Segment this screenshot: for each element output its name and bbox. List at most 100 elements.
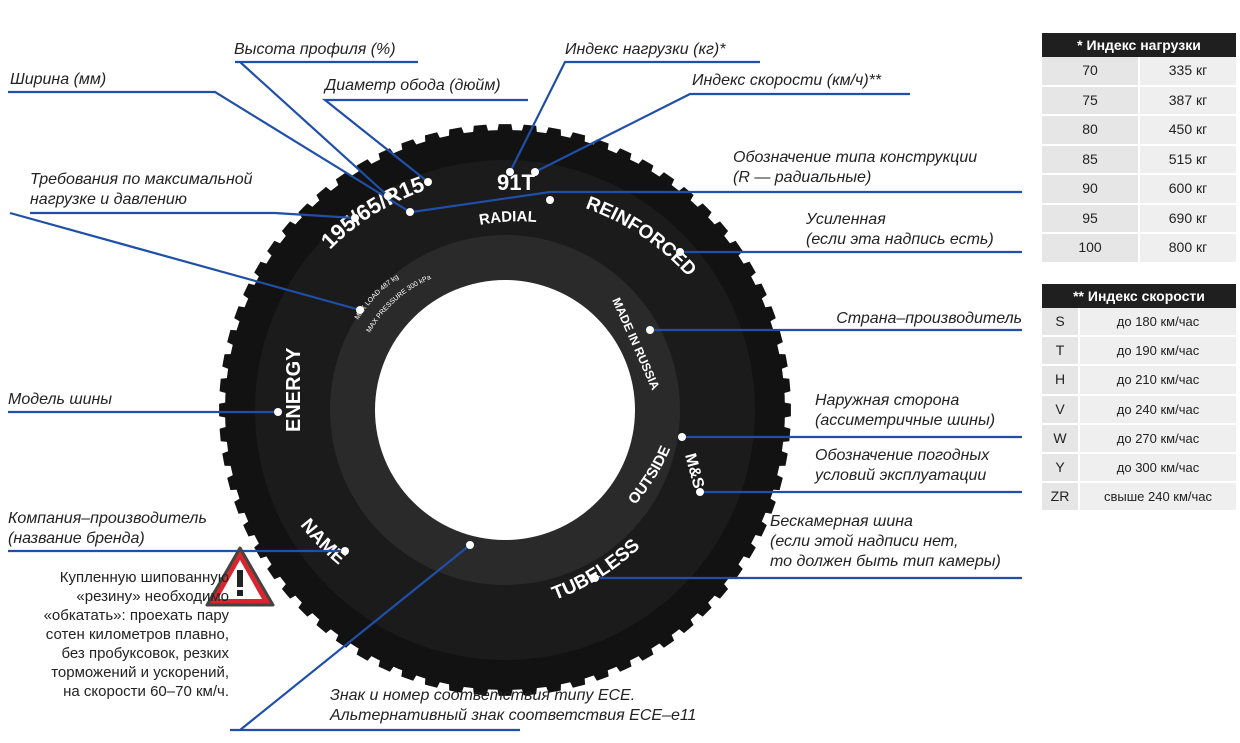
tread-block (718, 555, 743, 580)
tread-block (767, 446, 788, 467)
tread-block (761, 329, 783, 351)
tread-block (316, 186, 341, 212)
tread-block (234, 306, 257, 328)
tread-block (222, 353, 243, 374)
load-table-row-value: 335 кг (1138, 57, 1236, 85)
tread-block (424, 132, 446, 154)
leader-rim (321, 98, 528, 183)
speed-table-row-index: W (1042, 424, 1078, 452)
tread-block (743, 514, 767, 537)
speed-table-row-index: Y (1042, 453, 1078, 482)
tread-block (219, 400, 238, 420)
tread-block (281, 574, 307, 599)
speed-table-row-value: до 270 км/час (1078, 424, 1236, 452)
load-table-row-index: 75 (1042, 86, 1138, 114)
leader-max-load (30, 211, 356, 220)
warning-icon (205, 546, 275, 607)
tread-block (564, 666, 586, 688)
label-country: Страна–производитель (836, 310, 1022, 327)
tread-block (518, 675, 539, 696)
tread-block (316, 608, 341, 634)
tread-block (227, 329, 249, 351)
speed-table-row-value: до 190 км/час (1078, 337, 1236, 365)
load-table-row-index: 80 (1042, 116, 1138, 144)
speed-table-row-index: V (1042, 395, 1078, 423)
tread-block (772, 400, 791, 420)
speed-table-row-value: до 180 км/час (1078, 308, 1236, 336)
tread-block (243, 514, 267, 537)
tread-block (222, 446, 243, 467)
load-table-row-index: 70 (1042, 57, 1138, 85)
tread-block (227, 469, 249, 491)
tread-block (448, 127, 469, 148)
leader-construction (411, 190, 1022, 214)
label-speed-index: Индекс скорости (км/ч)** (692, 72, 882, 89)
tread-block (495, 677, 515, 696)
label-width: Ширина (мм) (10, 71, 107, 88)
load-table-row-value: 450 кг (1138, 116, 1236, 144)
speed-table-row-index: S (1042, 308, 1078, 336)
tread-block (401, 658, 423, 681)
tread-block (424, 666, 446, 688)
tread-block (541, 672, 562, 693)
tread-block (587, 658, 609, 681)
load-speed-text: 91T (497, 170, 535, 195)
tread-block (630, 637, 654, 661)
tread-block (587, 139, 609, 162)
tread-block (743, 283, 767, 306)
tread-block (356, 637, 380, 661)
leader-ece (230, 544, 520, 732)
speed-table-row-index: T (1042, 337, 1078, 365)
label-ece: Знак и номер соответствия типу ECE. Альт… (330, 687, 697, 724)
label-brand: Компания–производитель (название бренда) (8, 510, 207, 547)
speed-table-row-index: ZR (1042, 483, 1078, 511)
tread-block (703, 221, 729, 246)
tread-block (609, 648, 632, 672)
leader-width (8, 90, 411, 213)
label-outside: Наружная сторона (ассиметричные шины) (815, 392, 996, 429)
tread-block (609, 148, 632, 172)
label-weather: Обозначение погодных условий эксплуатаци… (815, 447, 990, 484)
tread-block (541, 127, 562, 148)
load-table-row-index: 100 (1042, 234, 1138, 262)
label-tubeless: Бескамерная шина (если этой надписи нет,… (770, 513, 1001, 570)
label-reinforced: Усиленная (если эта надпись есть) (806, 211, 994, 248)
energy-text: ENERGY (283, 347, 305, 432)
tread-block (234, 492, 257, 514)
tread-block (495, 124, 515, 143)
speed-table-row-value: до 300 км/час (1078, 453, 1236, 482)
leader-max-load-2 (9, 211, 361, 312)
tread-block (267, 555, 292, 580)
tread-block (650, 172, 675, 197)
label-rim-diameter: Диаметр обода (дюйм) (325, 77, 501, 94)
tread-block (687, 592, 712, 617)
load-table-row-value: 800 кг (1138, 234, 1236, 262)
radial-text: RADIAL (478, 208, 538, 229)
tread-block (767, 353, 788, 374)
tread-block (669, 608, 694, 634)
tread-block (471, 675, 492, 696)
tread-block (335, 623, 360, 648)
leader-dots (274, 168, 704, 582)
leader-profile (235, 60, 418, 197)
speed-table-row-value: до 240 км/час (1078, 395, 1236, 423)
speed-table-row-index: H (1042, 366, 1078, 394)
tread-block (732, 261, 756, 285)
load-table-row-index: 90 (1042, 175, 1138, 203)
load-index-table-title: * Индекс нагрузки (1042, 33, 1236, 57)
tread-block (298, 592, 323, 617)
